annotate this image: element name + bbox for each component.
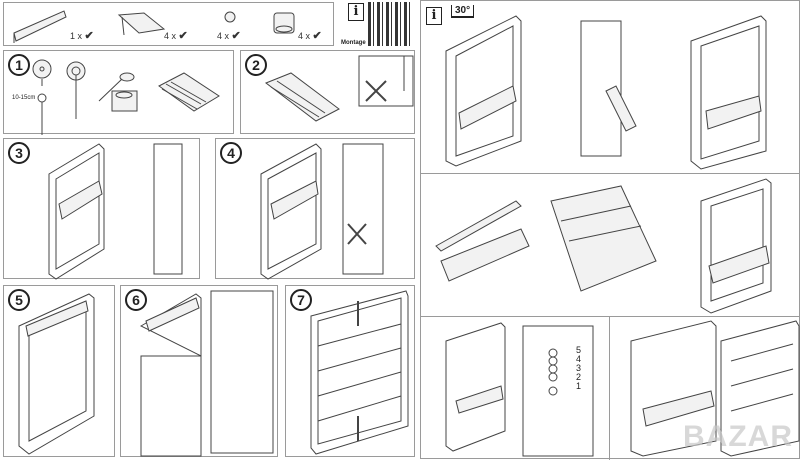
rail-drawing xyxy=(13,10,67,43)
clip-drawing xyxy=(224,11,236,23)
step-number: 3 xyxy=(8,142,30,164)
bracket-drawing xyxy=(117,12,166,36)
care-section-panel: i 30° xyxy=(420,0,800,460)
remove-blind-drawing xyxy=(445,15,522,167)
wash-30-icon: 30° xyxy=(451,5,475,18)
cord-position-5: 5 xyxy=(576,345,582,355)
step-5-drawing xyxy=(18,293,95,455)
step-1-panel: 1 10-15cm xyxy=(3,50,234,135)
parts-drawings xyxy=(13,10,295,43)
step-2-panel: 2 xyxy=(240,50,415,134)
step-7-drawing xyxy=(310,290,409,455)
step-3-panel: 3 xyxy=(3,138,200,280)
step-6-drawing xyxy=(139,290,274,457)
cord-position-labels: 5 4 3 2 1 xyxy=(576,346,581,391)
info-icon: i xyxy=(348,3,364,21)
cord-mount-drawing xyxy=(445,322,594,457)
part-qty-bracket: 4 x ✔ xyxy=(164,30,188,42)
remount-drawing xyxy=(690,15,767,170)
step-1-drawing xyxy=(32,59,220,135)
holder-drawing xyxy=(273,12,295,34)
part-qty-holder: 4 x ✔ xyxy=(298,30,322,42)
parts-list-panel: 1 x ✔ 4 x ✔ 4 x ✔ 4 x ✔ xyxy=(3,2,334,46)
step-2-drawing xyxy=(264,55,414,122)
step-number: 5 xyxy=(8,289,30,311)
cord-position-3: 3 xyxy=(576,363,582,373)
watermark: BAZAR xyxy=(683,420,793,453)
cord-position-1: 1 xyxy=(576,381,582,391)
rail-drawing xyxy=(435,200,530,282)
measure-label: 10-15cm xyxy=(12,95,36,101)
divider xyxy=(609,316,610,460)
step-number: 2 xyxy=(245,54,267,76)
step-5-panel: 5 xyxy=(3,285,115,457)
step-4-panel: 4 xyxy=(215,138,415,280)
part-qty-rail: 1 x ✔ xyxy=(70,30,94,42)
step-number: 6 xyxy=(125,289,147,311)
step-4-drawing xyxy=(260,143,384,280)
final-drawing xyxy=(630,320,800,457)
pleat-detail-drawing xyxy=(580,20,637,157)
divider xyxy=(421,173,800,174)
fabric-drawing xyxy=(550,185,657,292)
step-7-panel: 7 xyxy=(285,285,415,457)
care-drawings xyxy=(435,15,800,457)
step-number: 7 xyxy=(290,289,312,311)
cord-position-2: 2 xyxy=(576,372,582,382)
montage-label: Montage xyxy=(341,40,366,46)
reinsert-drawing xyxy=(700,178,772,314)
step-number: 4 xyxy=(220,142,242,164)
info-icon-care: i xyxy=(426,7,442,25)
cord-position-4: 4 xyxy=(576,354,582,364)
part-qty-clip: 4 x ✔ xyxy=(217,30,241,42)
step-3-drawing xyxy=(48,143,183,280)
divider xyxy=(421,316,800,317)
step-number: 1 xyxy=(8,54,30,76)
qr-code[interactable] xyxy=(368,2,412,46)
step-6-panel: 6 xyxy=(120,285,278,457)
